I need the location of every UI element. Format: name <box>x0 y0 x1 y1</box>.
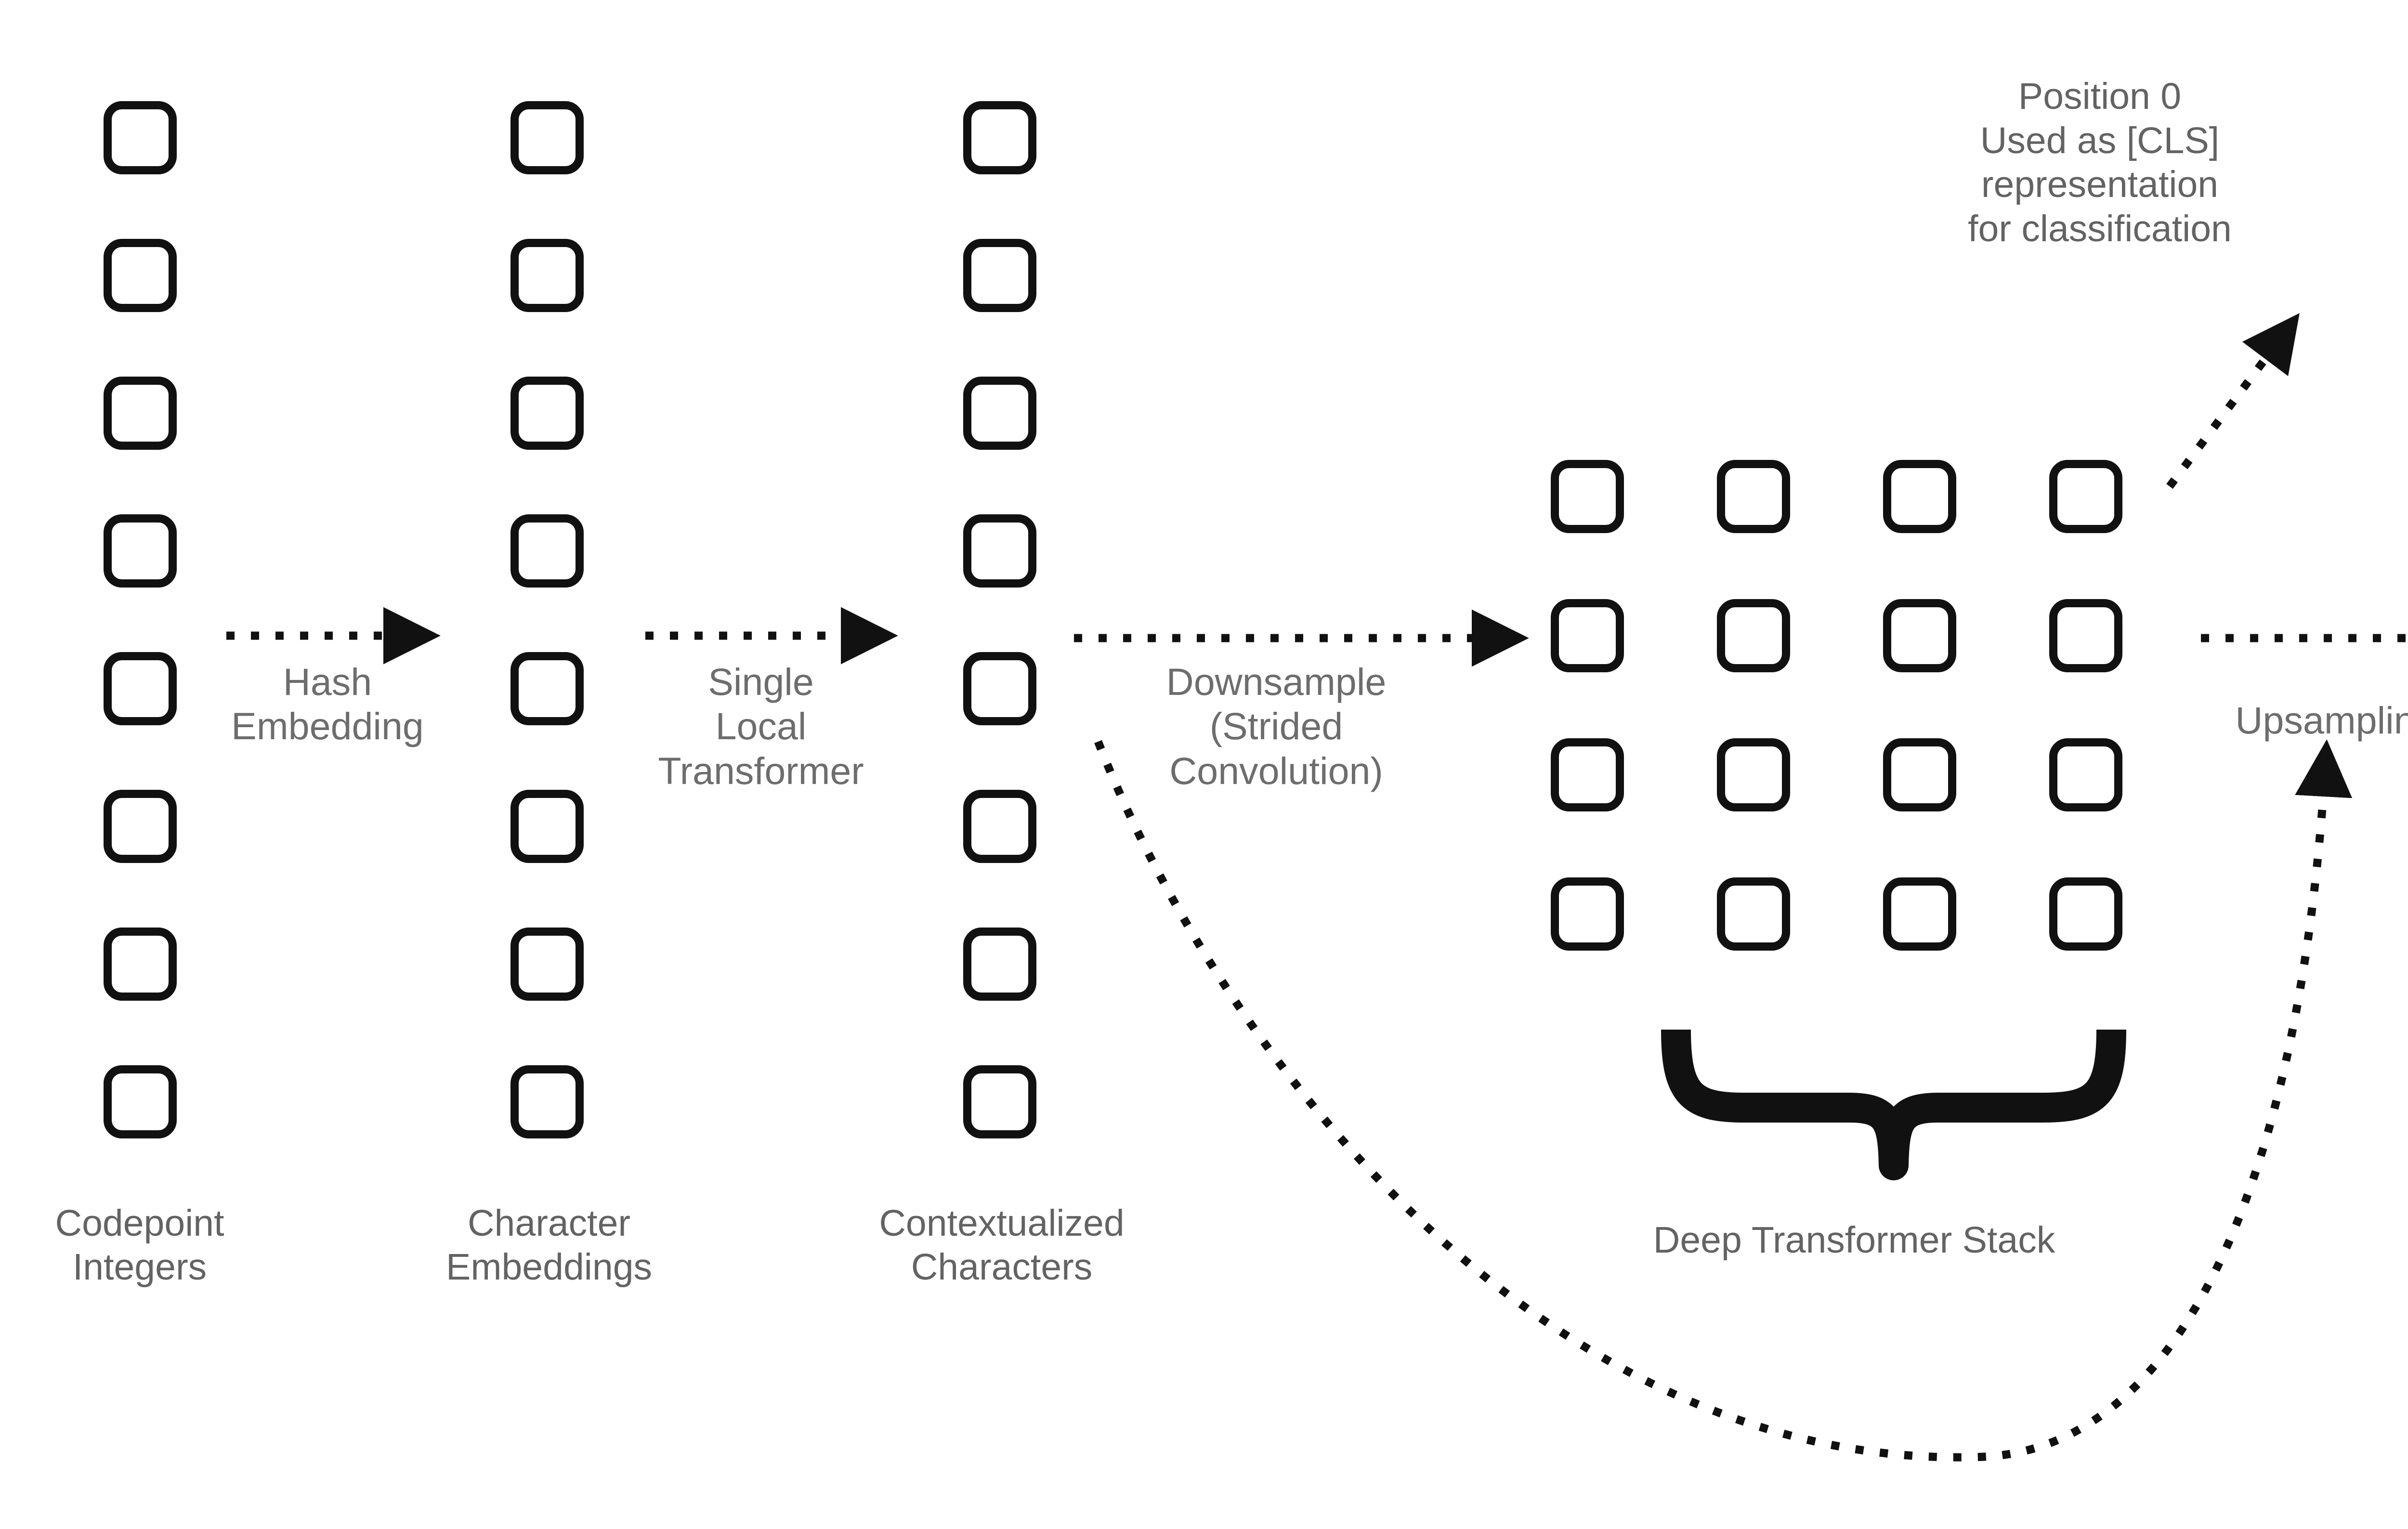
caption-deep-transformer-stack: Deep Transformer Stack <box>1653 1219 2055 1261</box>
cell <box>963 377 1036 450</box>
cell <box>1717 599 1790 672</box>
cell <box>510 239 584 312</box>
column-character-embeddings <box>510 101 584 1138</box>
arrow-label-downsample: Downsample (Strided Convolution) <box>1166 660 1387 792</box>
cell <box>510 652 584 725</box>
cell <box>510 1065 584 1138</box>
deep-transformer-stack-grid <box>1551 460 2122 951</box>
deep-transformer-stack-brace <box>1661 1029 2126 1180</box>
cell <box>104 514 177 588</box>
cell <box>104 1065 177 1138</box>
cell <box>963 928 1036 1001</box>
cell <box>1551 599 1624 672</box>
cell <box>1717 460 1790 533</box>
cell <box>963 239 1036 312</box>
cell <box>510 790 584 863</box>
arrow-cls-pointer <box>2166 313 2300 489</box>
cell <box>2049 460 2122 533</box>
caption-contextualized-characters: Contextualized Characters <box>879 1202 1125 1288</box>
cell <box>1551 460 1624 533</box>
cell <box>963 514 1036 588</box>
cell <box>510 101 584 174</box>
cell <box>1883 877 1956 951</box>
cell <box>104 377 177 450</box>
caption-character-embeddings: Character Embeddings <box>445 1202 653 1288</box>
arrow-label-single-local-transformer: Single Local Transformer <box>658 660 864 792</box>
cell <box>510 928 584 1001</box>
cell <box>1883 460 1956 533</box>
caption-codepoint-integers: Codepoint Integers <box>55 1202 224 1288</box>
cell <box>104 101 177 174</box>
column-contextualized-characters <box>963 101 1036 1138</box>
cell <box>510 514 584 588</box>
cell <box>1717 877 1790 951</box>
cell <box>1883 599 1956 672</box>
cell <box>963 1065 1036 1138</box>
cell <box>1883 738 1956 811</box>
caption-concatenated-representations: Concatenated Representations <box>2401 1223 2408 1311</box>
cell <box>963 790 1036 863</box>
cell <box>1551 877 1624 951</box>
cell <box>1551 738 1624 811</box>
cell <box>104 928 177 1001</box>
cls-note: Position 0 Used as [CLS] representation … <box>1968 76 2232 249</box>
cell <box>963 101 1036 174</box>
cell <box>510 377 584 450</box>
cell <box>963 652 1036 725</box>
cell <box>2049 877 2122 951</box>
cell <box>104 652 177 725</box>
column-codepoint-integers <box>104 101 177 1138</box>
arrow-label-upsampling: Upsampling <box>2235 699 2408 742</box>
cell <box>1717 738 1790 811</box>
cell <box>104 239 177 312</box>
cell <box>2049 599 2122 672</box>
cell <box>104 790 177 863</box>
cell <box>2049 738 2122 811</box>
arrow-label-hash-embedding: Hash Embedding <box>231 660 424 748</box>
